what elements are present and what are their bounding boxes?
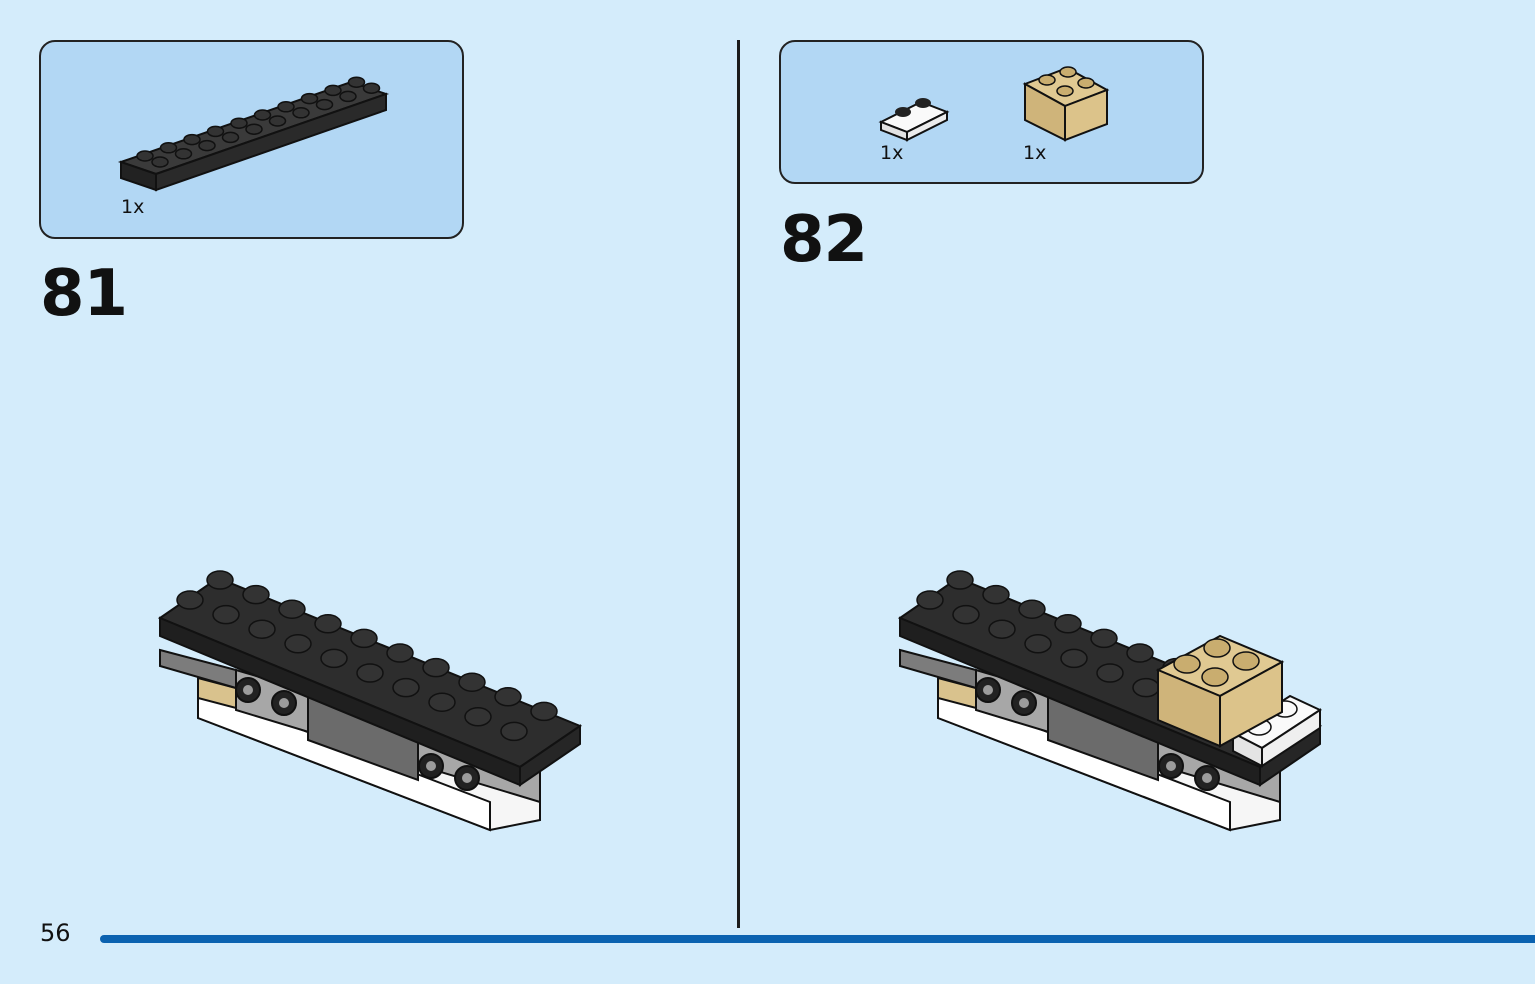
step-divider <box>737 40 740 928</box>
step-number: 82 <box>780 203 868 277</box>
build-model-step-82 <box>897 570 1323 832</box>
step-number: 81 <box>40 257 128 331</box>
progress-bar <box>100 935 1535 943</box>
parts-callout-step-81: 1x <box>39 40 464 239</box>
black-plate-2x10-icon <box>117 76 390 192</box>
build-model-step-81 <box>157 570 583 832</box>
page-number: 56 <box>40 919 71 947</box>
part-quantity: 1x <box>880 142 904 164</box>
parts-callout-step-82: 1x 1x <box>779 40 1204 184</box>
tan-brick-2x2-icon <box>1022 66 1110 142</box>
white-plate-1x2-icon <box>878 98 950 142</box>
part-quantity: 1x <box>1023 142 1047 164</box>
part-quantity: 1x <box>121 196 145 218</box>
